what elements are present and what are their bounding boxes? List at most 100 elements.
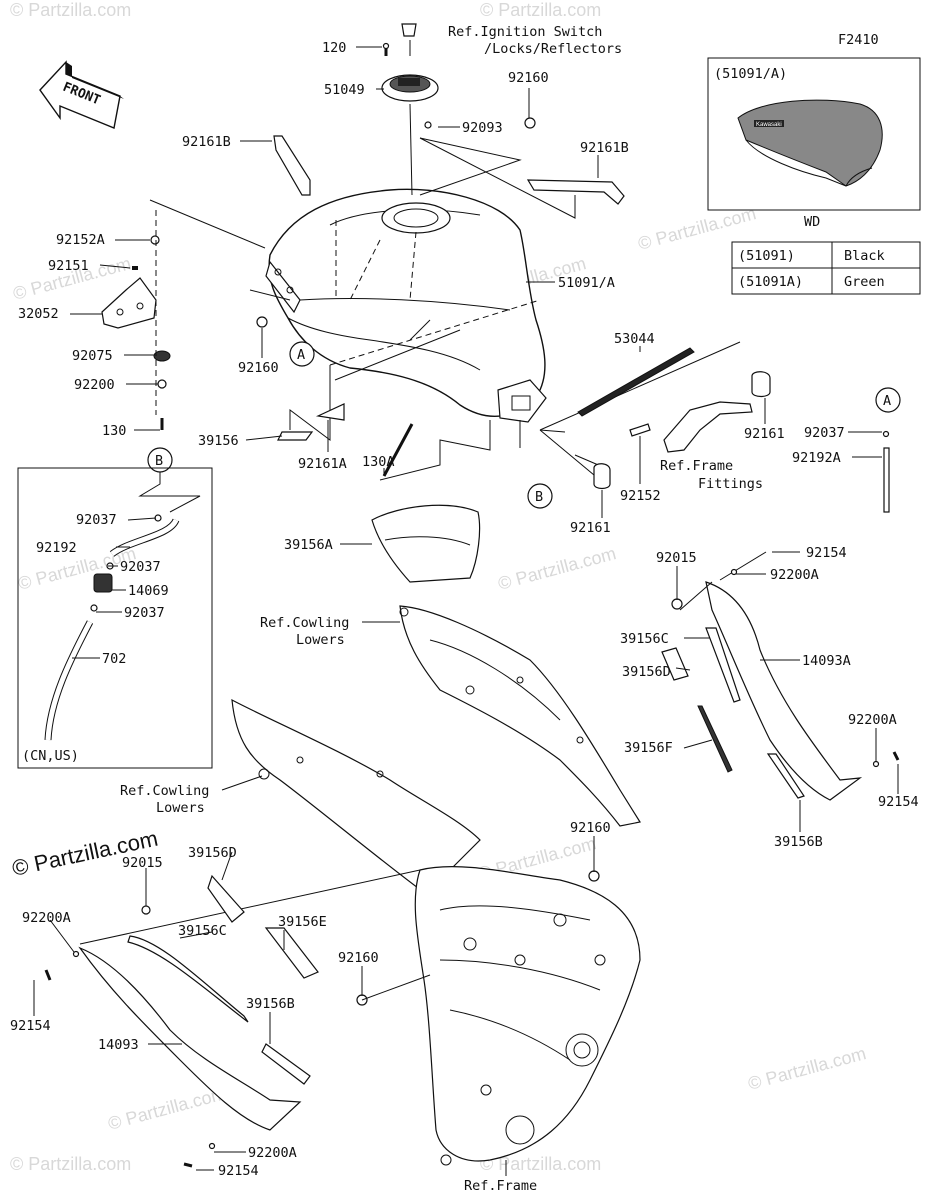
part-label: 92161B — [580, 140, 629, 156]
part-label: 92037 — [124, 605, 165, 621]
bracket-92161b-left — [273, 135, 311, 196]
bracket-92161b-right — [526, 179, 625, 205]
marker-a: A — [289, 341, 315, 367]
part-label: 39156B — [246, 996, 295, 1012]
fuel-cap — [381, 23, 536, 196]
part-label: 39156 — [198, 433, 239, 449]
part-label: 92160 — [508, 70, 549, 86]
watermark: © Partzilla.com — [636, 203, 758, 254]
part-label: 92161 — [744, 426, 785, 442]
part-label: 92160 — [570, 820, 611, 836]
marker-b: B — [527, 483, 553, 509]
damper-92161 — [751, 371, 771, 398]
ref-label: Ref.Frame — [660, 458, 733, 474]
side-cover-14093 — [78, 946, 302, 1131]
part-labels: Ref.Ignition Switch /Locks/Reflectors 12… — [10, 24, 919, 1194]
part-label: 92037 — [804, 425, 845, 441]
pad-39156e — [264, 927, 319, 979]
svg-text:B: B — [155, 453, 163, 469]
part-label: 51049 — [324, 82, 365, 98]
part-label: 92160 — [338, 950, 379, 966]
part-label: 92160 — [238, 360, 279, 376]
pad-39156d — [661, 647, 689, 681]
evap-hose-box: (CN,US) — [17, 467, 213, 769]
tank-logo: Kawasaki — [756, 122, 782, 128]
inset-title: (51091/A) — [714, 66, 787, 82]
part-label: 51091/A — [558, 275, 615, 291]
part-label: 92015 — [656, 550, 697, 566]
collar-92152 — [629, 423, 651, 437]
part-label: 92075 — [72, 348, 113, 364]
part-label: 92161A — [298, 456, 347, 472]
bolt-130a — [382, 423, 414, 477]
strip-39156c — [127, 935, 249, 1023]
lower-cowling-part — [231, 698, 481, 895]
part-label: 130A — [362, 454, 395, 470]
part-label: 92154 — [878, 794, 919, 810]
pin-92192a — [883, 447, 890, 513]
damper-92161 — [593, 463, 611, 490]
part-label: 14093A — [802, 653, 851, 669]
watermark: © Partzilla.com — [496, 543, 618, 594]
upper-cowling-part — [399, 605, 641, 827]
strip-53044 — [577, 347, 695, 417]
main-frame — [414, 866, 641, 1166]
ref-label: Fittings — [698, 476, 763, 492]
part-label: 92154 — [806, 545, 847, 561]
brand-watermark: © Partzilla.com — [10, 826, 160, 881]
part-label: 32052 — [18, 306, 59, 322]
pad-39156d — [207, 874, 245, 923]
part-label: 92192 — [36, 540, 77, 556]
leader-lines — [33, 46, 899, 1176]
watermark: © Partzilla.com — [480, 1154, 601, 1174]
part-label: 92161B — [182, 134, 231, 150]
ref-label: Ref.Cowling — [260, 615, 349, 631]
part-label: 92200A — [22, 910, 71, 926]
watermark: © Partzilla.com — [746, 1043, 868, 1094]
svg-text:B: B — [535, 489, 543, 505]
part-label: 39156F — [624, 740, 673, 756]
marker-a: A — [875, 387, 901, 413]
part-label: 92152A — [56, 232, 105, 248]
inset-caption: WD — [804, 214, 820, 230]
ref-label: Lowers — [156, 800, 205, 816]
left-bracket-assembly — [101, 210, 171, 430]
part-label: 92093 — [462, 120, 503, 136]
strip-39156c — [705, 627, 741, 703]
svg-text:A: A — [883, 393, 891, 409]
part-label: 130 — [102, 423, 126, 439]
ref-label: Lowers — [296, 632, 345, 648]
box-caption: (CN,US) — [22, 748, 79, 764]
part-label: 39156B — [774, 834, 823, 850]
front-arrow-icon: FRONT — [39, 60, 124, 129]
color-table-color: Black — [844, 248, 885, 264]
part-label: 92192A — [792, 450, 841, 466]
part-label: 702 — [102, 651, 126, 667]
shield-39156a — [371, 504, 481, 583]
part-label: 39156A — [284, 537, 333, 553]
color-table: (51091) Black (51091A) Green — [731, 241, 921, 295]
part-label: 92200A — [248, 1145, 297, 1161]
part-label: 92152 — [620, 488, 661, 504]
ref-label: /Locks/Reflectors — [484, 41, 622, 57]
part-label: 92151 — [48, 258, 89, 274]
part-label: 39156D — [622, 664, 671, 680]
strip-39156b — [261, 1043, 311, 1085]
figure-code: F2410 — [838, 32, 879, 48]
watermark: © Partzilla.com — [480, 0, 601, 20]
watermark: © Partzilla.com — [106, 1083, 228, 1134]
pad-39156 — [277, 431, 314, 441]
part-label: 92154 — [218, 1163, 259, 1179]
part-label: 14093 — [98, 1037, 139, 1053]
ref-label: Ref.Cowling — [120, 783, 209, 799]
part-label: 92200A — [848, 712, 897, 728]
part-label: 39156E — [278, 914, 327, 930]
color-table-part: (51091) — [738, 248, 795, 264]
part-label: 92161 — [570, 520, 611, 536]
svg-text:A: A — [297, 347, 305, 363]
strip-39156b — [766, 753, 805, 799]
ref-label: Ref.Ignition Switch — [448, 24, 602, 40]
part-label: 92015 — [122, 855, 163, 871]
part-label: 53044 — [614, 331, 655, 347]
